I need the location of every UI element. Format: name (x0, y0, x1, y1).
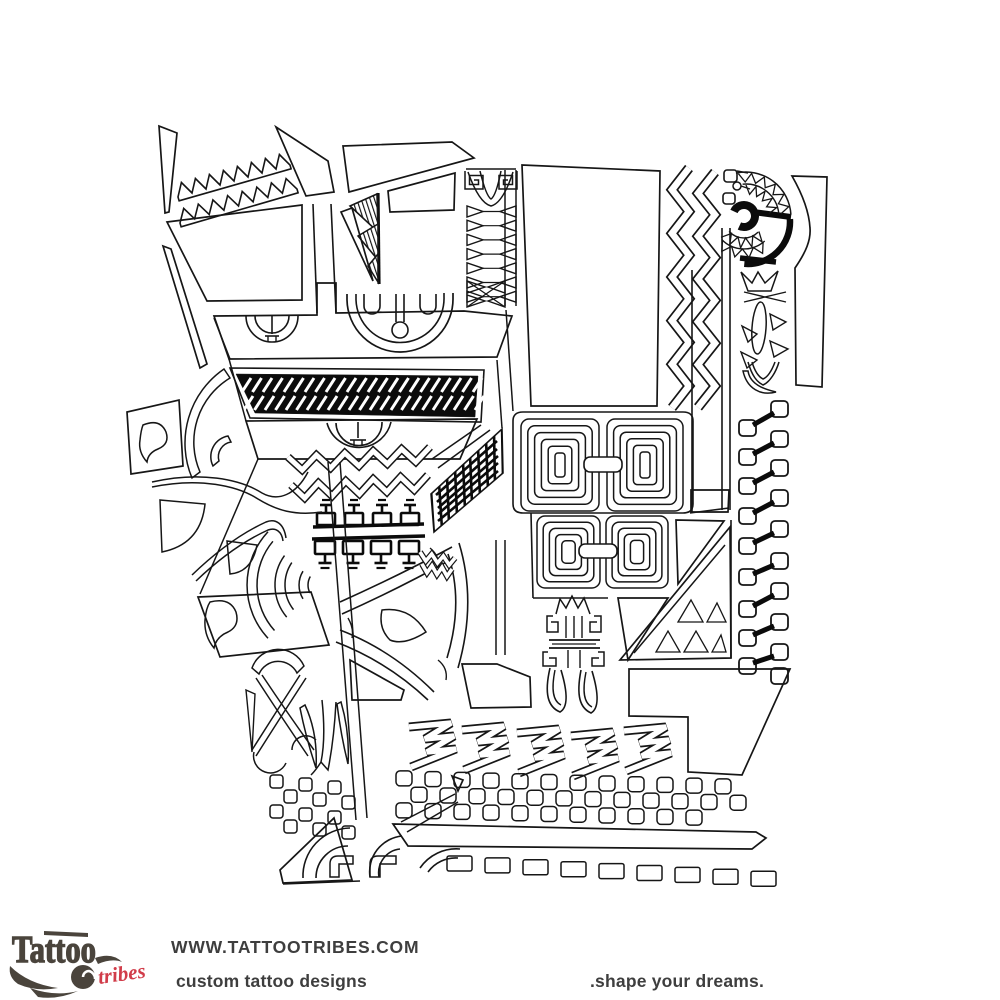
svg-text:.shape your dreams.: .shape your dreams. (590, 971, 764, 991)
svg-text:custom tattoo designs: custom tattoo designs (176, 971, 367, 991)
svg-text:WWW.TATTOOTRIBES.COM: WWW.TATTOOTRIBES.COM (171, 937, 419, 957)
svg-text:Tattoo: Tattoo (12, 929, 96, 971)
